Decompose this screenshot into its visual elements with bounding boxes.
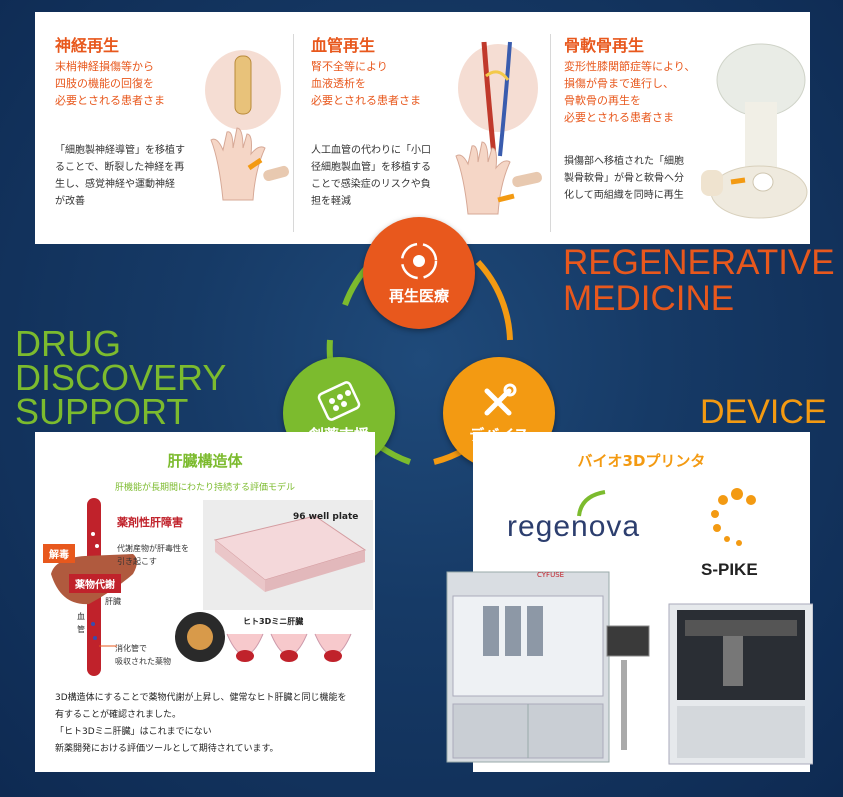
regenerative-panel: 神経再生 末梢神経損傷等から 四肢の機能の回復を 必要とされる患者さま 「細胞製… xyxy=(35,12,810,244)
pill-pack-icon xyxy=(317,381,361,421)
device-title: バイオ3Dプリンタ xyxy=(577,452,706,470)
column-title: 神経再生 xyxy=(55,36,120,55)
column-lead: 末梢神経損傷等から 四肢の機能の回復を 必要とされる患者さま xyxy=(55,60,165,107)
arm-vessel-illustration xyxy=(455,41,542,215)
drug-heading: DRUG DISCOVERY SUPPORT xyxy=(15,323,227,432)
regenova-brand: regenova xyxy=(507,510,641,543)
column-divider xyxy=(293,34,294,232)
drug-title: 肝臓構造体 xyxy=(167,452,243,470)
regenova-logo-mark xyxy=(577,490,606,517)
column-divider xyxy=(550,34,551,232)
nerve-regeneration-column: 神経再生 末梢神経損傷等から 四肢の機能の回復を 必要とされる患者さま 「細胞製… xyxy=(35,12,293,244)
device-panel: バイオ3Dプリンタ regenova S-PIKE CYFUSE xyxy=(446,432,813,772)
column-body: 損傷部へ移植された「細胞 製骨軟骨」が骨と軟骨へ分 化して両組織を同時に再生 xyxy=(564,156,684,201)
knee-bone-illustration xyxy=(701,43,808,219)
cell-cycle-icon xyxy=(400,242,438,280)
regenova-machine-image xyxy=(446,571,650,763)
column-lead: 腎不全等により 血液透析を 必要とされる患者さま xyxy=(311,60,421,107)
machine-brand-label: CYFUSE xyxy=(537,571,565,579)
mini-liver-wells xyxy=(226,633,352,662)
s-pike-logo-mark xyxy=(711,488,756,546)
hand-nerve-illustration xyxy=(205,50,289,201)
column-body: 「細胞製神経導管」を移植す ることで、断裂した神経を再 生し、感覚神経や運動神経… xyxy=(55,145,185,207)
well-plate-image xyxy=(213,515,367,592)
regenerative-hub[interactable]: 再生医療 xyxy=(363,217,475,329)
column-title: 骨軟骨再生 xyxy=(564,36,645,55)
cartilage-regeneration-column: 骨軟骨再生 変形性膝関節症等により、 損傷が骨まで進行し、 骨軟骨の再生を 必要… xyxy=(551,12,810,244)
vessel-regeneration-column: 血管再生 腎不全等により 血液透析を 必要とされる患者さま 人工血管の代わりに「… xyxy=(294,12,550,244)
regenerative-heading: REGENERATIVE MEDICINE xyxy=(563,243,835,318)
organoid-closeup xyxy=(175,612,225,662)
drug-subtitle: 肝機能が長期間にわたり持続する評価モデル xyxy=(114,483,295,493)
mini-liver-label: ヒト3Dミニ肝臓 xyxy=(243,617,304,626)
s-pike-machine-image xyxy=(668,603,813,765)
absorbed-label: 消化管で 吸収された薬物 xyxy=(115,644,171,666)
column-lead: 変形性膝関節症等により、 損傷が骨まで進行し、 骨軟骨の再生を 必要とされる患者… xyxy=(564,60,696,124)
s-pike-brand: S-PIKE xyxy=(701,560,758,579)
column-title: 血管再生 xyxy=(311,36,376,55)
plate-label: 96 well plate xyxy=(293,512,359,522)
drug-panel: 肝臓構造体 肝機能が長期間にわたり持続する評価モデル 解毒 薬物代謝 薬剤性肝障… xyxy=(35,432,375,772)
toxicity-note: 代謝産物が肝毒性を 引き起こす xyxy=(117,544,189,566)
tools-icon xyxy=(484,383,517,416)
detox-badge: 解毒 xyxy=(43,544,75,563)
drug-description: 3D構造体にすることで薬物代謝が上昇し、健常なヒト肝臓と同じ機能を 有することが… xyxy=(55,693,347,754)
device-heading: DEVICE xyxy=(700,393,827,431)
vessel-label: 血 管 xyxy=(77,612,85,634)
metabolism-badge: 薬物代謝 xyxy=(69,574,121,593)
toxicity-label: 薬剤性肝障害 xyxy=(117,516,183,529)
column-body: 人工血管の代わりに「小口 径細胞製血管」を移植する ことで感染症のリスクや負 担… xyxy=(311,145,431,207)
liver-label: 肝臓 xyxy=(105,597,121,606)
hub-label: 再生医療 xyxy=(388,287,449,305)
